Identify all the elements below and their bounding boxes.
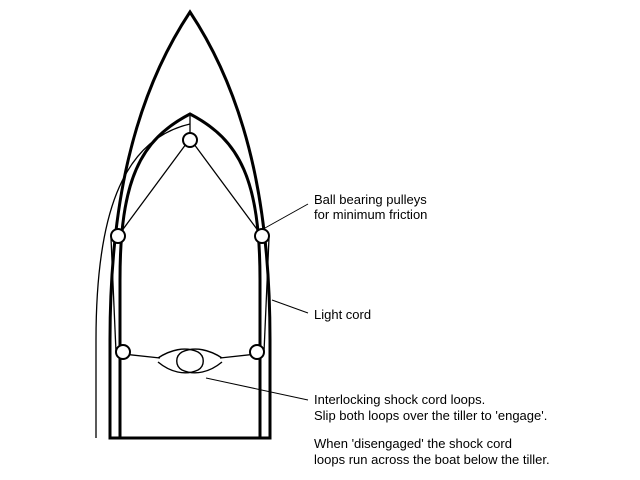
pulley-port-aft: [115, 344, 131, 360]
leader-shock-cord: [205, 377, 309, 401]
outer-hull: [108, 9, 272, 440]
light-cord: [110, 116, 270, 359]
label-disengaged-line2: loops run across the boat below the till…: [314, 452, 550, 467]
inner-liner: [95, 123, 191, 438]
inner-gunwale: [118, 112, 262, 438]
label-disengaged-line1: When 'disengaged' the shock cord: [314, 436, 512, 451]
pulley-starboard-aft: [249, 344, 265, 360]
leader-light-cord: [271, 299, 309, 314]
pulley-starboard-forward: [254, 228, 270, 244]
pulley-port-forward: [110, 228, 126, 244]
label-shock-cord-line2: Slip both loops over the tiller to 'enga…: [314, 408, 547, 423]
label-shock-cord-line1: Interlocking shock cord loops.: [314, 392, 485, 407]
pulley-bow: [182, 132, 198, 148]
leader-pulleys: [264, 203, 309, 229]
shock-cord-loops: [157, 348, 223, 374]
label-pulleys-line1: Ball bearing pulleys: [314, 192, 427, 207]
label-light-cord: Light cord: [314, 307, 371, 322]
label-pulleys-line2: for minimum friction: [314, 207, 427, 222]
